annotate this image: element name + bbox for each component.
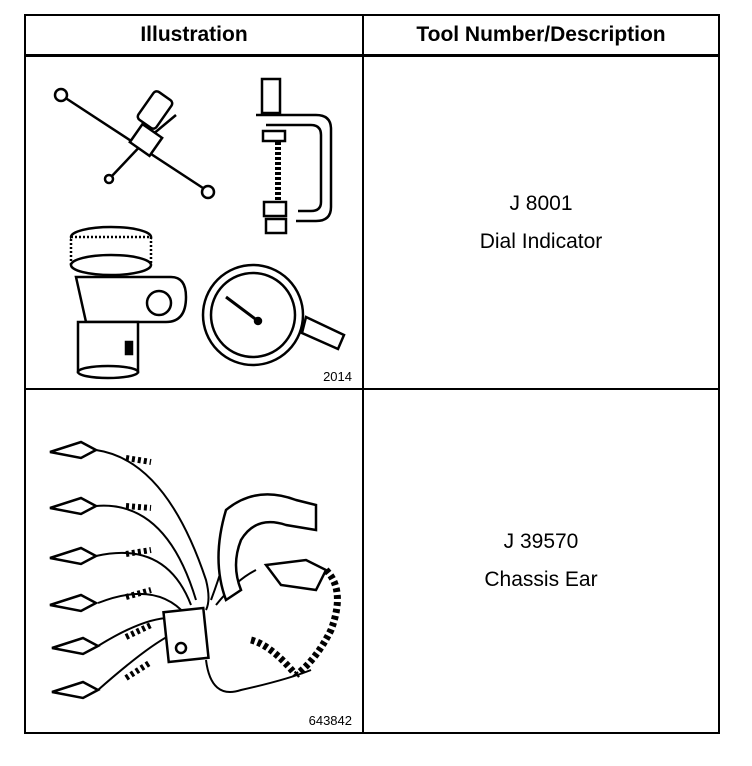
chassis-ear-illustration [49, 440, 341, 700]
tool-description: Dial Indicator [479, 229, 603, 253]
dial-gauge-icon [201, 263, 346, 367]
header-divider [26, 54, 718, 57]
c-clamp-icon [256, 77, 333, 235]
row-1-illustration: 2014 [26, 57, 362, 388]
header-tool-description: Tool Number/Description [416, 23, 666, 46]
tool-table: Illustration Tool Number/Description [24, 14, 720, 734]
tool-number: J 8001 [509, 191, 573, 215]
dial-indicator-illustration [53, 77, 346, 380]
knurled-clamp-icon [69, 225, 188, 380]
header-illustration: Illustration [140, 23, 248, 46]
row-2-description: J 39570 Chassis Ear [364, 390, 718, 732]
control-box-icon [162, 606, 210, 664]
tool-description: Chassis Ear [484, 568, 598, 591]
column-divider [362, 16, 364, 732]
row-2-illustration: 643842 [26, 390, 362, 732]
figure-number: 2014 [323, 369, 352, 384]
row-divider [26, 388, 718, 390]
tool-number: J 39570 [503, 530, 579, 553]
row-1-description: J 8001 Dial Indicator [364, 57, 718, 388]
figure-number: 643842 [308, 713, 352, 728]
crank-handle-icon [53, 87, 216, 200]
sensor-clamps-icon [217, 493, 341, 678]
